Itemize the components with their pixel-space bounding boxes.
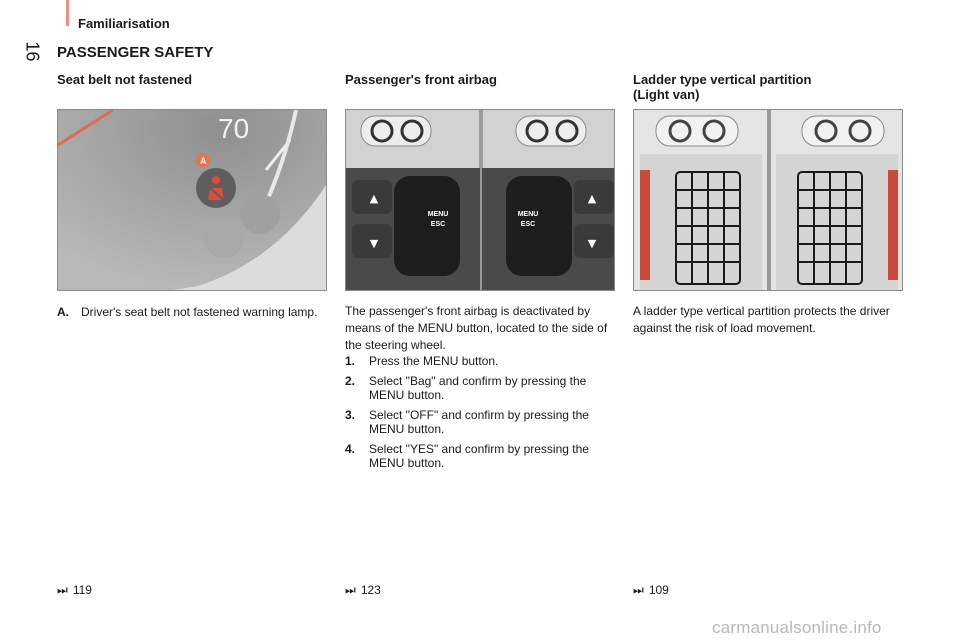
steering-icon-right [801, 115, 885, 147]
next-ref-icon: ⏭ [57, 583, 68, 597]
figure-seat-belt-lamp: 70 A [57, 109, 327, 291]
speed-mark: 70 [218, 113, 249, 144]
page-ref-airbag[interactable]: ⏭123 [345, 583, 381, 597]
svg-text:A: A [200, 156, 207, 166]
step-item: 3.Select "OFF" and confirm by pressing t… [345, 408, 589, 436]
caption-key: A. [57, 305, 69, 319]
section-accent-bar [66, 0, 69, 26]
steering-controls-illustration: ▲ ▼ ▲ ▼ MENU ESC MENU ESC [346, 110, 614, 290]
column-partition: Ladder type vertical partition (Light va… [633, 72, 903, 102]
figure-airbag-menu: ▲ ▼ ▲ ▼ MENU ESC MENU ESC [345, 109, 615, 291]
steering-icon-left [360, 115, 432, 147]
svg-text:ESC: ESC [431, 221, 445, 228]
page-title: PASSENGER SAFETY [57, 44, 214, 61]
heading-seat-belt: Seat belt not fastened [57, 72, 193, 87]
partition-body-text: A ladder type vertical partition protect… [633, 304, 890, 335]
svg-text:▲: ▲ [370, 192, 379, 205]
caption-seat-belt: A. Driver's seat belt not fastened warni… [57, 305, 327, 319]
page-ref-seat-belt[interactable]: ⏭119 [57, 583, 92, 597]
airbag-steps: 1.Press the MENU button. 2.Select "Bag" … [345, 354, 617, 470]
heading-partition: Ladder type vertical partition (Light va… [633, 72, 812, 102]
step-item: 1.Press the MENU button. [345, 354, 499, 368]
van-partition-illustration [634, 110, 902, 290]
heading-airbag: Passenger's front airbag [345, 72, 497, 87]
ladder-grid-right [797, 171, 863, 285]
menu-button-right [506, 176, 572, 276]
dashboard-illustration: 70 A [58, 110, 326, 290]
seat-belt-icon [208, 176, 225, 201]
svg-text:▼: ▼ [370, 237, 379, 250]
column-seat-belt: Seat belt not fastened [57, 72, 327, 87]
svg-text:MENU: MENU [518, 211, 539, 218]
watermark: carmanualsonline.info [712, 618, 882, 637]
steering-icon-left [655, 115, 739, 147]
column-airbag: Passenger's front airbag [345, 72, 615, 87]
steering-icon-right [515, 115, 587, 147]
marker-a-badge [196, 153, 210, 167]
next-ref-icon: ⏭ [633, 583, 644, 597]
svg-text:MENU: MENU [428, 211, 449, 218]
section-label: Familiarisation [78, 16, 170, 31]
step-item: 4.Select "YES" and confirm by pressing t… [345, 442, 589, 470]
step-item: 2.Select "Bag" and confirm by pressing t… [345, 374, 587, 402]
ladder-grid-left [675, 171, 741, 285]
page-number: 16 [22, 41, 43, 62]
partition-description: A ladder type vertical partition protect… [633, 303, 903, 337]
caption-text: Driver's seat belt not fastened warning … [81, 305, 318, 319]
page-ref-partition[interactable]: ⏭109 [633, 583, 669, 597]
svg-text:▼: ▼ [588, 237, 597, 250]
menu-button-left [394, 176, 460, 276]
airbag-description: The passenger's front airbag is deactiva… [345, 303, 617, 476]
svg-text:▲: ▲ [588, 192, 597, 205]
svg-text:ESC: ESC [521, 221, 535, 228]
figure-ladder-partition [633, 109, 903, 291]
next-ref-icon: ⏭ [345, 583, 356, 597]
airbag-body-text: The passenger's front airbag is deactiva… [345, 304, 608, 352]
